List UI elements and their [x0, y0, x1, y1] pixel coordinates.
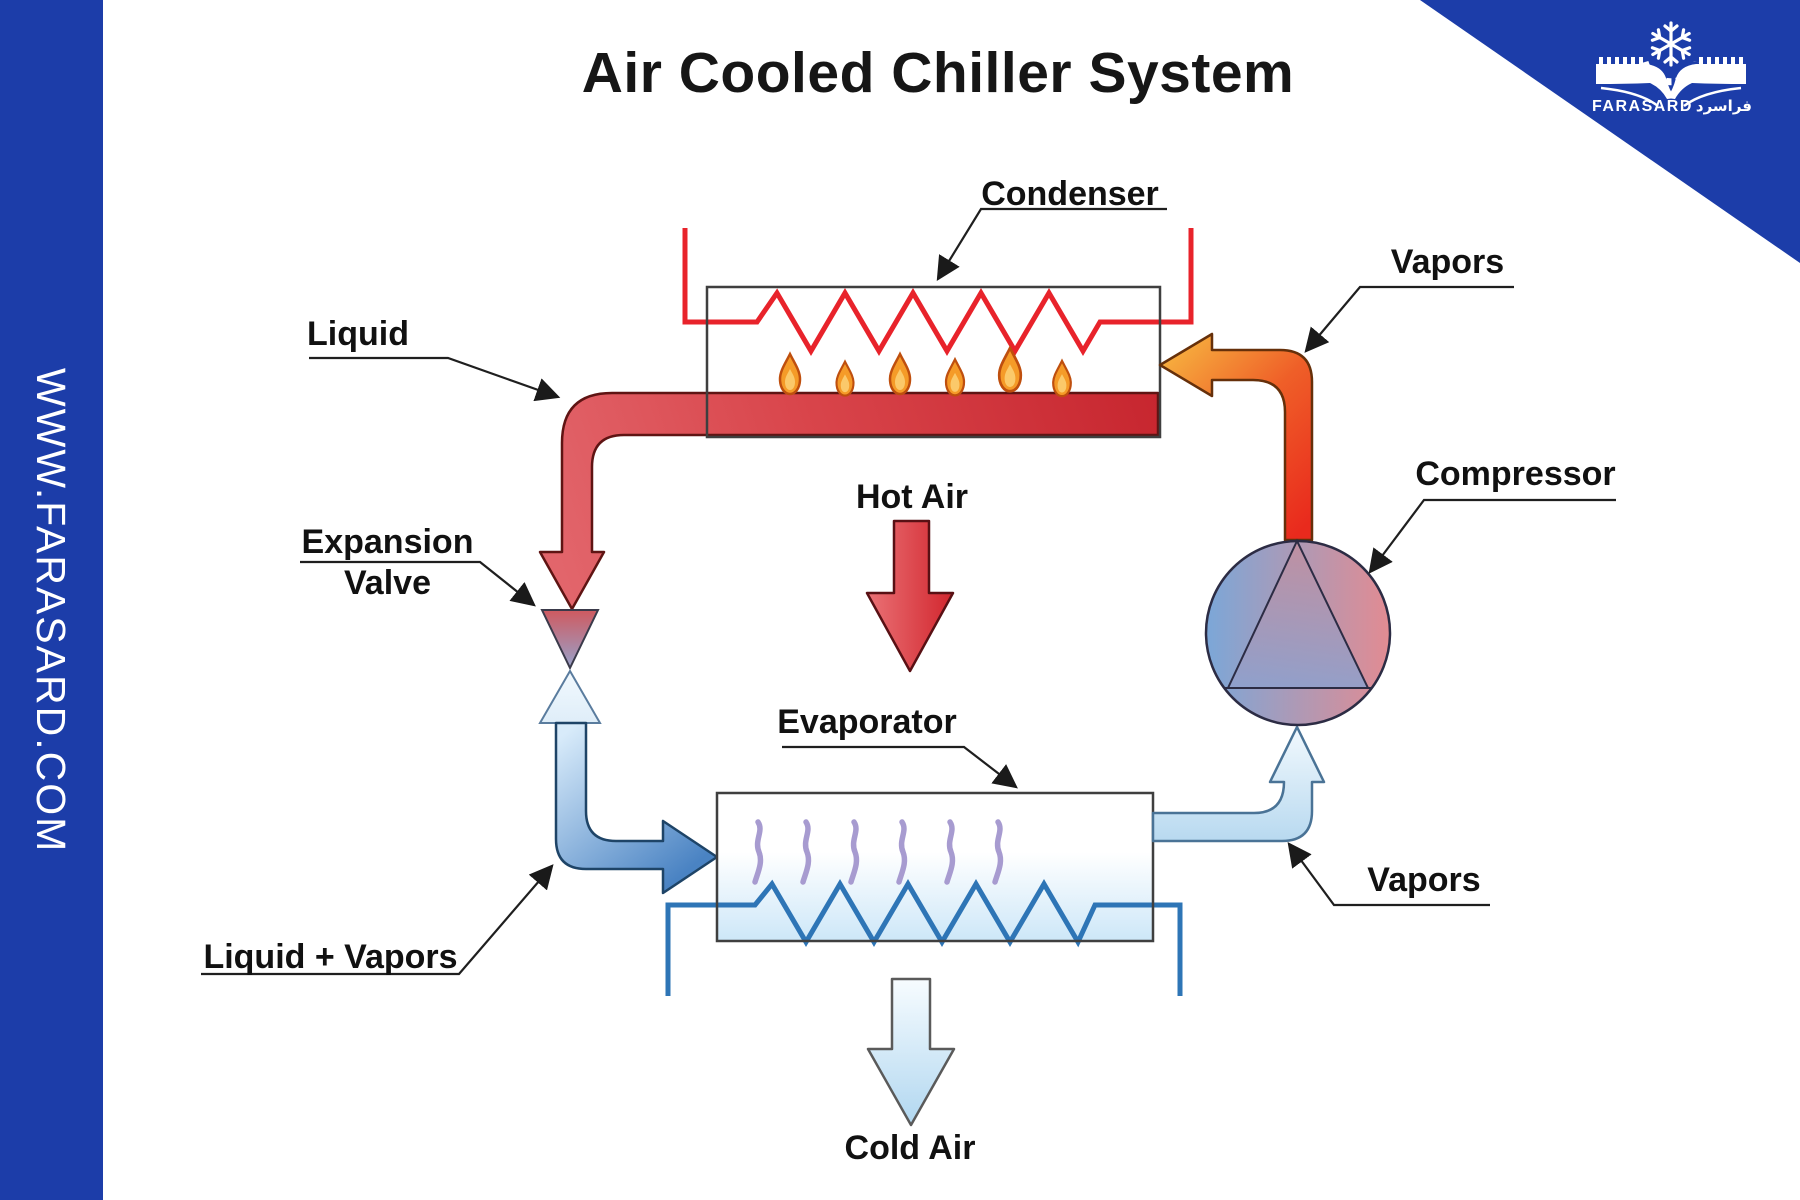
label-expansion-line1: Expansion — [301, 523, 474, 561]
label-evaporator: Evaporator — [777, 703, 957, 741]
sidebar-url-text: WWW.FARASARD.COM — [28, 368, 74, 854]
liquid-vapors-leader — [201, 864, 554, 976]
liquid-vapors-pipe — [554, 721, 719, 895]
label-hot-air: Hot Air — [855, 478, 969, 516]
label-compressor: Compressor — [1415, 455, 1616, 493]
vapors-bottom-leader — [1287, 842, 1490, 907]
evaporator-border — [715, 791, 1155, 943]
condenser-leader — [936, 207, 1167, 282]
liquid-leader — [309, 356, 561, 402]
condenser-border — [705, 285, 1162, 439]
logo-corner — [1420, 0, 1800, 263]
label-expansion-line2: Valve — [344, 564, 431, 603]
label-vapors-top: Vapors — [1390, 243, 1505, 281]
condenser-coil — [682, 228, 1194, 356]
sidebar-band — [0, 0, 103, 1200]
logo-brand-latin: FARASARD — [1592, 98, 1693, 115]
label-condenser: Condenser — [981, 175, 1159, 213]
page-title: Air Cooled Chiller System — [581, 41, 1295, 105]
logo-swoosh-right — [1683, 86, 1742, 107]
liquid-pipe — [538, 391, 1160, 611]
label-cold-air: Cold Air — [844, 1129, 976, 1167]
logo-swoosh-left — [1600, 86, 1659, 107]
evaporator-coil — [665, 879, 1183, 996]
logo-brand-arabic: فراسرد — [1695, 98, 1752, 115]
vapor-discharge-pipe — [1158, 332, 1314, 542]
vapor-suction-pipe — [1151, 725, 1326, 843]
logo-wordmark: FARASARD فراسرد — [1588, 97, 1756, 116]
leader-lines — [201, 207, 1616, 976]
label-expansion-valve: Expansion Valve — [295, 522, 480, 605]
compressor-symbol — [1204, 538, 1392, 727]
evaporator-leader — [782, 745, 1018, 789]
corner-triangle — [1420, 0, 1800, 263]
expansion-valve-leader — [300, 560, 536, 607]
expansion-valve-top — [540, 609, 600, 671]
expansion-valve-bottom-arrow — [538, 668, 602, 724]
cold-air-arrow — [866, 977, 956, 1127]
vapors-top-leader — [1304, 285, 1514, 353]
snowflake-icon — [1650, 21, 1692, 67]
logo-band-right — [1667, 57, 1746, 99]
label-liquid-vapors: Liquid + Vapors — [203, 938, 458, 976]
label-vapors-bottom: Vapors — [1367, 861, 1481, 899]
label-liquid: Liquid — [307, 315, 409, 353]
compressor-leader — [1368, 498, 1616, 574]
logo-band-left — [1596, 57, 1675, 99]
hot-air-arrow — [865, 519, 955, 673]
